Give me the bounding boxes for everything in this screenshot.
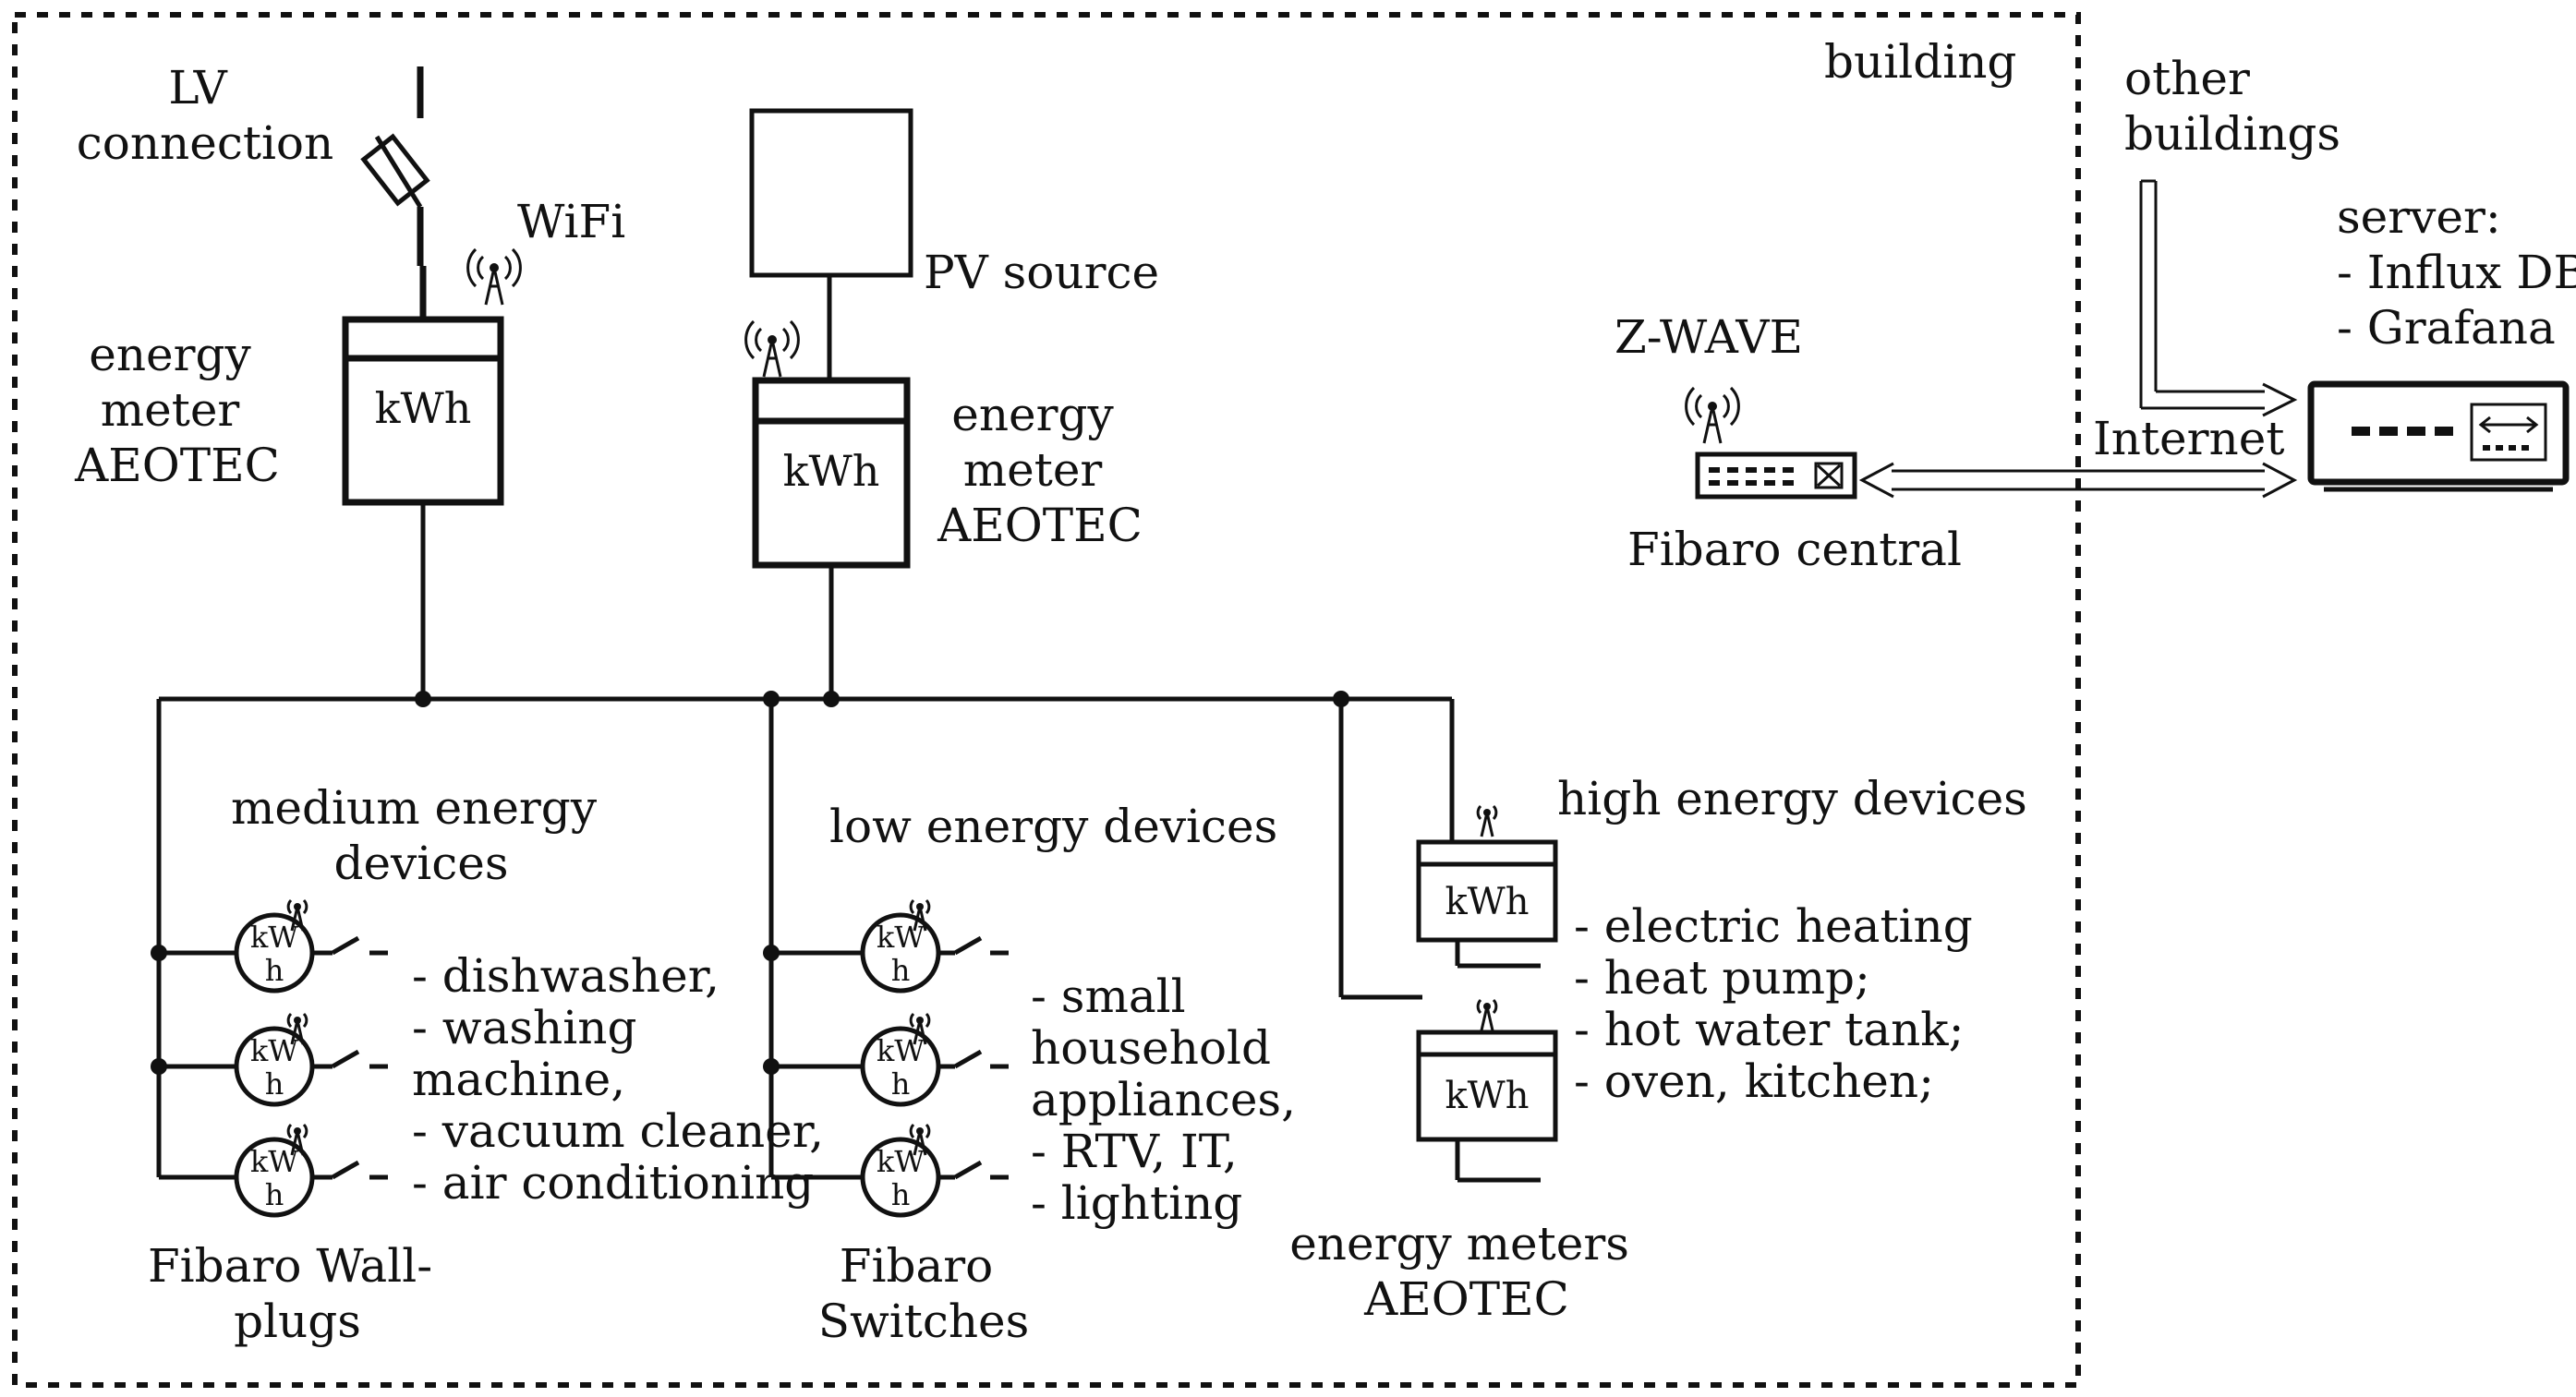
building-boundary bbox=[12, 12, 2081, 1388]
svg-text:kW: kW bbox=[877, 1144, 925, 1179]
wall-plug: kW h bbox=[151, 898, 388, 994]
pv-energy-meter: kWh bbox=[752, 377, 911, 569]
svg-text:kW: kW bbox=[250, 920, 298, 955]
internet-label: Internet bbox=[2093, 412, 2284, 465]
low-switches: kW h kW h kW h bbox=[763, 898, 1009, 1218]
svg-text:kW: kW bbox=[250, 1144, 298, 1179]
pv-source-label: PV source bbox=[924, 246, 1159, 299]
zwave-antenna-icon bbox=[1685, 386, 1740, 445]
medium-devices-list: - dishwasher, - washing machine, - vacuu… bbox=[412, 949, 839, 1210]
wall-plug: kW h bbox=[159, 1123, 388, 1218]
wall-switch: kW h bbox=[763, 898, 1009, 994]
pv-meter-antenna-icon bbox=[744, 319, 800, 379]
internet-link-arrow bbox=[1858, 462, 2298, 499]
low-devices-caption: Fibaro Switches bbox=[818, 1239, 1030, 1348]
svg-text:h: h bbox=[891, 1066, 911, 1102]
wall-switch: kW h bbox=[771, 1123, 1009, 1218]
svg-text:h: h bbox=[891, 1177, 911, 1212]
high-devices-title: high energy devices bbox=[1557, 772, 2027, 825]
svg-text:h: h bbox=[265, 1066, 284, 1102]
svg-text:kW: kW bbox=[877, 1033, 925, 1068]
zwave-label: Z-WAVE bbox=[1615, 310, 1803, 364]
medium-devices-caption: Fibaro Wall- plugs bbox=[148, 1239, 447, 1348]
energy-meter-high-2: kWh bbox=[1416, 998, 1558, 1183]
svg-text:h: h bbox=[265, 953, 284, 988]
svg-text:kW: kW bbox=[877, 920, 925, 955]
high-energy-meters: kWh kWh bbox=[1416, 804, 1558, 1183]
high-devices-list: - electric heating - heat pump; - hot wa… bbox=[1574, 899, 1988, 1108]
medium-devices-title: medium energy devices bbox=[231, 781, 611, 890]
building-label: building bbox=[1824, 35, 2016, 89]
server-icon bbox=[2307, 380, 2570, 492]
svg-text:kW: kW bbox=[250, 1033, 298, 1068]
fibaro-central-label: Fibaro central bbox=[1627, 523, 1962, 576]
wifi-label: WiFi bbox=[517, 195, 625, 248]
svg-text:h: h bbox=[265, 1177, 284, 1212]
fibaro-central-router bbox=[1695, 452, 1857, 500]
svg-text:kWh: kWh bbox=[1445, 881, 1529, 923]
wall-plug: kW h bbox=[151, 1012, 388, 1107]
high-devices-caption: energy meters AEOTEC bbox=[1289, 1217, 1644, 1326]
svg-text:h: h bbox=[891, 953, 911, 988]
medium-wall-plugs: kW h kW h kW h bbox=[151, 898, 388, 1218]
wall-switch: kW h bbox=[763, 1012, 1009, 1107]
server-label: server: - Influx DB - Grafana bbox=[2337, 190, 2576, 355]
low-devices-list: - small household appliances, - RTV, IT,… bbox=[1031, 969, 1311, 1230]
svg-text:kWh: kWh bbox=[1445, 1075, 1529, 1117]
main-meter-label: energy meter AEOTEC bbox=[74, 328, 280, 492]
main-meter-unit: kWh bbox=[375, 383, 472, 433]
lv-connection-symbol bbox=[360, 66, 430, 266]
other-buildings-label: other buildings bbox=[2124, 52, 2340, 161]
energy-meter-high-1: kWh bbox=[1416, 804, 1558, 969]
lv-connection-label: LV connection bbox=[77, 61, 334, 170]
wifi-antenna-icon bbox=[466, 247, 522, 307]
other-buildings-arrow bbox=[2139, 179, 2298, 417]
pv-source-box bbox=[749, 108, 913, 278]
pv-meter-unit: kWh bbox=[783, 446, 880, 496]
low-devices-title: low energy devices bbox=[829, 800, 1277, 853]
main-energy-meter: kWh bbox=[342, 316, 504, 506]
pv-meter-label: energy meter AEOTEC bbox=[937, 388, 1143, 552]
